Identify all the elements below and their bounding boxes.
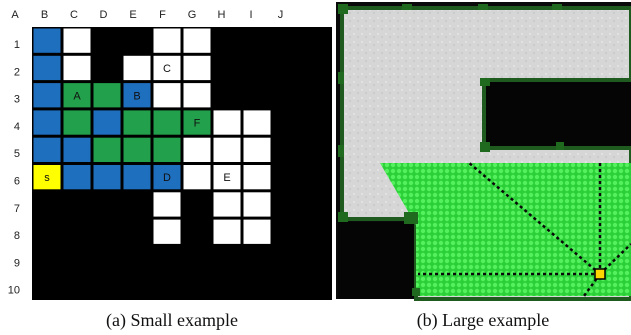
grid-cell-g6 <box>183 137 211 162</box>
grid-cell-c6 <box>63 137 91 162</box>
grid-cell-b7 <box>33 165 61 190</box>
grid-cell-e5 <box>123 110 151 135</box>
small-example-caption: (a) Small example <box>106 310 238 331</box>
wall-corner-markers <box>338 4 564 296</box>
cell-label-b: B <box>133 90 140 102</box>
row-label-5: 5 <box>14 148 20 160</box>
grid-cell-d6 <box>93 137 121 162</box>
column-label-h: H <box>218 9 226 21</box>
cell-label-d: D <box>163 172 171 184</box>
grid-cell-g5 <box>183 110 211 135</box>
grid-cell-g2 <box>183 28 211 53</box>
large-example-panel: (b) Large example <box>336 2 631 331</box>
corner-marker <box>480 78 490 86</box>
column-label-f: F <box>159 9 166 21</box>
row-label-1: 1 <box>14 39 20 51</box>
corner-marker <box>556 142 564 150</box>
column-label-b: B <box>41 9 48 21</box>
grid-cell-h5 <box>213 110 241 135</box>
grid-cell-c5 <box>63 110 91 135</box>
grid-cell-e4 <box>123 83 151 108</box>
row-label-3: 3 <box>14 94 20 106</box>
grid-cell-b6 <box>33 137 61 162</box>
small-example-panel: A B C D E F G H I J 1 2 3 4 5 6 7 8 9 10 C A B Fs D E (a) Small… <box>8 9 332 331</box>
coverage-region <box>380 163 631 296</box>
column-labels: A B C D E F G H I J <box>11 9 283 21</box>
corner-marker <box>412 288 420 296</box>
grid-cell-f3 <box>153 55 181 81</box>
grid-cell-i8 <box>243 192 271 217</box>
row-label-2: 2 <box>14 66 20 78</box>
grid-cell-g4 <box>183 83 211 108</box>
grid-cell-h7 <box>213 165 241 190</box>
grid-cell-i9 <box>243 219 271 244</box>
grid-cell-f7 <box>153 165 181 190</box>
corner-marker <box>478 4 488 10</box>
corner-marker <box>402 4 412 10</box>
ray-down-left <box>582 273 602 297</box>
row-label-9: 9 <box>14 257 20 269</box>
grid-cells: C A B Fs D E <box>33 28 271 244</box>
grid-cell-b2 <box>33 28 61 53</box>
grid-cell-i5 <box>243 110 271 135</box>
source-marker <box>594 268 606 280</box>
row-label-7: 7 <box>14 203 20 215</box>
grid-cell-i7 <box>243 165 271 190</box>
corner-marker <box>338 145 344 157</box>
large-example-caption: (b) Large example <box>417 310 550 331</box>
cell-label-f: F <box>194 118 201 130</box>
grid-cell-c7 <box>63 165 91 190</box>
grid-cell-h6 <box>213 137 241 162</box>
grid-cell-f2 <box>153 28 181 53</box>
cell-label-s: s <box>44 172 50 184</box>
grid-cell-e7 <box>123 165 151 190</box>
grid-cell-b3 <box>33 55 61 81</box>
grid-cell-h8 <box>213 192 241 217</box>
grid-cell-g7 <box>183 165 211 190</box>
grid-cell-f6 <box>153 137 181 162</box>
corner-marker <box>480 142 490 152</box>
column-label-c: C <box>70 9 78 21</box>
corner-marker <box>338 4 348 14</box>
column-label-a: A <box>11 9 19 21</box>
column-label-j: J <box>278 9 284 21</box>
grid-cell-f5 <box>153 110 181 135</box>
grid-cell-g3 <box>183 55 211 81</box>
corner-marker <box>552 4 562 10</box>
grid-cell-d5 <box>93 110 121 135</box>
cell-label-e: E <box>223 172 230 184</box>
grid-cell-d7 <box>93 165 121 190</box>
grid-cell-e6 <box>123 137 151 162</box>
grid-cell-i6 <box>243 137 271 162</box>
corner-marker <box>404 212 418 224</box>
grid-cell-b4 <box>33 83 61 108</box>
grid-cell-d4 <box>93 83 121 108</box>
wall-block-bottom-left <box>338 222 414 299</box>
column-label-i: I <box>249 9 252 21</box>
corner-marker <box>338 212 348 222</box>
cell-label-c: C <box>163 63 171 75</box>
column-label-g: G <box>188 9 197 21</box>
cell-label-a: A <box>73 90 81 102</box>
wall-block-right <box>486 82 631 146</box>
grid-cell-e3 <box>123 55 151 81</box>
row-label-10: 10 <box>8 285 20 297</box>
column-label-e: E <box>129 9 136 21</box>
row-labels: 1 2 3 4 5 6 7 8 9 10 <box>8 39 20 297</box>
corner-marker <box>338 72 344 84</box>
ray-diagonal <box>467 161 601 275</box>
grid-cell-f4 <box>153 83 181 108</box>
row-label-6: 6 <box>14 176 20 188</box>
column-label-d: D <box>100 9 108 21</box>
grid-cell-b5 <box>33 110 61 135</box>
grid-cell-c3 <box>63 55 91 81</box>
grid-cell-c4 <box>63 83 91 108</box>
row-label-4: 4 <box>14 121 20 133</box>
grid-cell-c2 <box>63 28 91 53</box>
row-label-8: 8 <box>14 230 20 242</box>
grid-cell-f8 <box>153 192 181 217</box>
grid-cell-h9 <box>213 219 241 244</box>
grid-cell-f9 <box>153 219 181 244</box>
